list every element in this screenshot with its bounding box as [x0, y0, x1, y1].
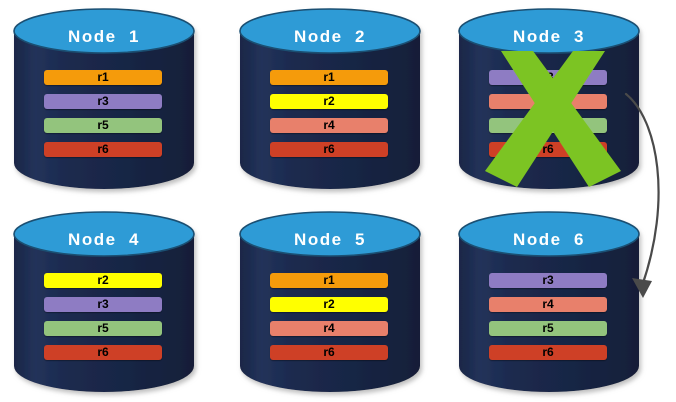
replica-bar[interactable]: r1 — [270, 70, 388, 85]
replica-bar[interactable]: r4 — [489, 94, 607, 109]
replica-bar[interactable]: r6 — [489, 345, 607, 360]
replica-bar[interactable]: r6 — [44, 142, 162, 157]
replica-bar[interactable]: r6 — [270, 142, 388, 157]
replica-bar[interactable]: r5 — [44, 118, 162, 133]
replica-bar[interactable]: r3 — [489, 273, 607, 288]
replica-list: r3 r4 r5 r6 — [489, 273, 607, 360]
replica-list: r2 r3 r5 r6 — [44, 273, 162, 360]
replica-bar[interactable]: r4 — [489, 297, 607, 312]
replica-bar[interactable]: r5 — [489, 118, 607, 133]
replica-bar[interactable]: r2 — [270, 297, 388, 312]
replica-bar[interactable]: r1 — [44, 70, 162, 85]
replica-bar[interactable]: r2 — [270, 94, 388, 109]
replica-bar[interactable]: r3 — [44, 94, 162, 109]
replica-list: r1 r2 r4 r6 — [270, 273, 388, 360]
replica-bar[interactable]: r4 — [270, 118, 388, 133]
replica-bar[interactable]: r6 — [489, 142, 607, 157]
replica-bar[interactable]: r6 — [270, 345, 388, 360]
replica-list: r1 r3 r5 r6 — [44, 70, 162, 157]
replica-bar[interactable]: r5 — [44, 321, 162, 336]
replica-bar[interactable]: r3 — [489, 70, 607, 85]
replica-bar[interactable]: r1 — [270, 273, 388, 288]
replica-bar[interactable]: r3 — [44, 297, 162, 312]
replica-bar[interactable]: r6 — [44, 345, 162, 360]
replica-bar[interactable]: r5 — [489, 321, 607, 336]
replica-list: r3 r4 r5 r6 — [489, 70, 607, 157]
replica-bar[interactable]: r2 — [44, 273, 162, 288]
replica-list: r1 r2 r4 r6 — [270, 70, 388, 157]
replica-bar[interactable]: r4 — [270, 321, 388, 336]
